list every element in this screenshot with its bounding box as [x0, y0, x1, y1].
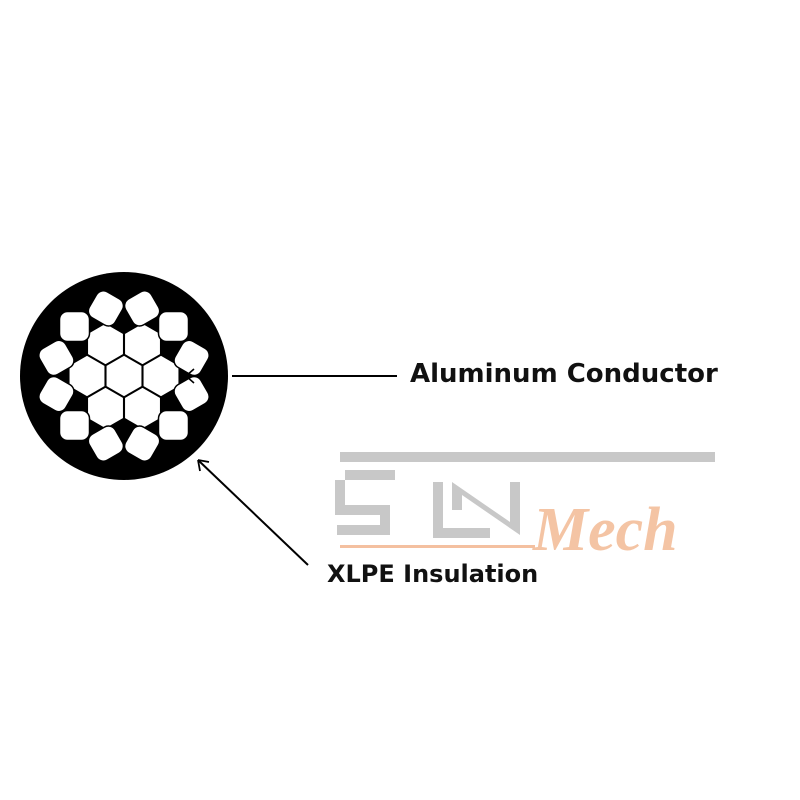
outer-strand [173, 339, 210, 377]
watermark-mech-text: Mech [532, 496, 678, 564]
outer-strand [157, 409, 190, 442]
leader-lines [184, 368, 397, 566]
insulation-arrow-icon [197, 459, 210, 472]
conductor-label: Aluminum Conductor [410, 359, 718, 389]
cable [20, 272, 228, 480]
outer-strand [87, 425, 125, 462]
outer-strand [38, 375, 75, 413]
insulation-leader-line [197, 459, 309, 566]
outer-strand [58, 409, 91, 442]
outer-strand [38, 339, 75, 377]
conductor-arrow-icon [184, 368, 210, 384]
outer-strand [157, 310, 190, 343]
outer-strand [123, 425, 161, 462]
aluminum-conductor-strands [37, 289, 211, 463]
insulation-label: XLPE Insulation [327, 560, 539, 588]
outer-strand [123, 290, 161, 327]
outer-strand [87, 290, 125, 327]
outer-strand [173, 375, 210, 413]
watermark-logo: Mech [335, 452, 715, 564]
outer-strand [58, 310, 91, 343]
